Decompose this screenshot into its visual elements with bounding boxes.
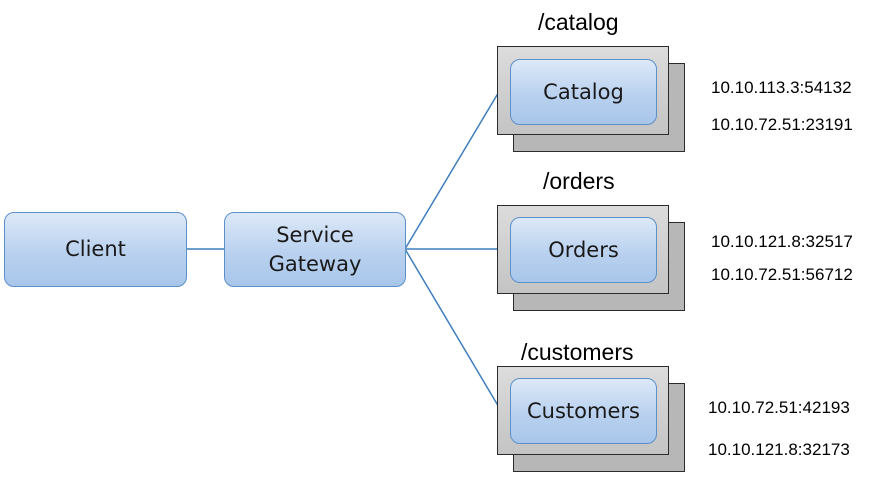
client-label: Client (65, 237, 126, 261)
catalog-instance-address: 10.10.113.3:54132 (711, 78, 852, 97)
catalog-service-label: Catalog (543, 79, 624, 104)
service-gateway-label: Service Gateway (268, 222, 362, 276)
orders-instance-address: 10.10.72.51:56712 (711, 265, 853, 284)
orders-service-label: Orders (548, 237, 619, 262)
orders-service-node: Orders (510, 217, 657, 283)
customers-route-label: /customers (521, 339, 634, 365)
gateway-catalog-link (404, 89, 501, 250)
customers-instance-address: 10.10.72.51:42193 (708, 398, 850, 417)
customers-service-node: Customers (510, 378, 657, 444)
gateway-customers-link (404, 248, 501, 410)
orders-route-label: /orders (543, 168, 615, 194)
catalog-instance-address: 10.10.72.51:23191 (711, 115, 853, 134)
customers-service-label: Customers (527, 398, 640, 423)
catalog-route-label: /catalog (538, 9, 619, 35)
client-node: Client (4, 212, 187, 287)
orders-instance-address: 10.10.121.8:32517 (711, 232, 853, 251)
catalog-service-node: Catalog (510, 59, 657, 125)
customers-instance-address: 10.10.121.8:32173 (708, 440, 850, 459)
service-gateway-node: Service Gateway (224, 212, 406, 287)
